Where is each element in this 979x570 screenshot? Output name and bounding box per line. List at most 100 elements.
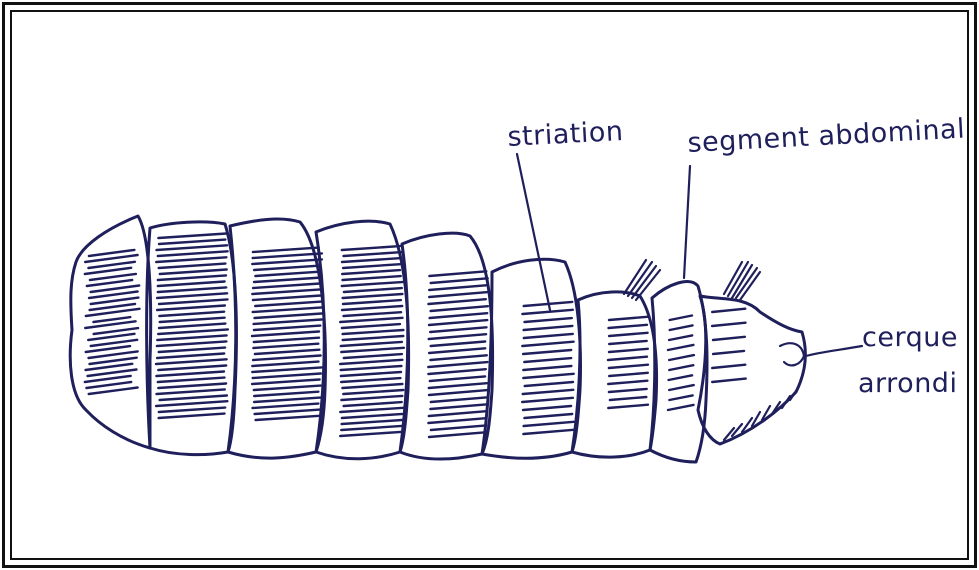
striation-line <box>430 327 486 332</box>
striation-line <box>429 271 486 276</box>
striations <box>85 234 746 438</box>
striation-leader <box>517 154 550 310</box>
striation-line <box>252 259 322 264</box>
bristle-tuft-terminal <box>724 262 760 300</box>
striation-line <box>255 272 321 276</box>
striation-line <box>610 397 646 400</box>
striation-line <box>254 392 318 396</box>
striation-line <box>256 416 320 420</box>
striation-line <box>157 335 226 340</box>
striation-line <box>89 351 138 358</box>
striation-line <box>431 278 488 283</box>
striation-line <box>608 357 647 360</box>
striation-line <box>713 351 744 354</box>
striation-line <box>343 336 404 340</box>
striation-line <box>431 306 488 311</box>
label-cerque: cerque <box>862 322 958 353</box>
striation-line <box>157 245 228 250</box>
striation-line <box>158 251 228 256</box>
striation-line <box>342 306 402 310</box>
striation-line <box>428 362 487 367</box>
striation-line <box>524 358 571 362</box>
striation-line <box>341 372 401 376</box>
segment-8 <box>650 282 707 462</box>
striation-line <box>160 318 225 322</box>
striation-line <box>712 379 746 382</box>
striation-line <box>608 405 648 408</box>
striation-line <box>712 323 745 326</box>
striation-line <box>523 406 571 410</box>
striation-line <box>159 312 224 316</box>
striation-line <box>253 404 319 408</box>
striation-line <box>341 366 402 370</box>
striation-line <box>609 341 647 344</box>
striation-line <box>523 390 574 394</box>
striation-line <box>608 381 647 384</box>
striation-line <box>253 248 319 252</box>
striation-line <box>669 365 693 370</box>
striation-line <box>609 365 648 368</box>
striation-line <box>254 386 321 390</box>
striation-line <box>429 383 487 388</box>
striation-line <box>158 378 225 382</box>
striation-line <box>159 348 225 352</box>
striation-line <box>341 378 400 382</box>
striation-line <box>523 350 571 354</box>
striation-line <box>344 288 402 292</box>
striation-line <box>669 355 694 360</box>
segment-leader <box>684 166 690 278</box>
striation-line <box>342 420 402 424</box>
striation-line <box>343 330 404 334</box>
striation-line <box>343 294 403 298</box>
striation-line <box>609 333 648 336</box>
striation-line <box>341 426 404 430</box>
striation-line <box>525 382 573 386</box>
striation-line <box>157 341 227 346</box>
striation-line <box>252 362 318 366</box>
cerque-leader <box>806 346 862 356</box>
striation-line <box>524 326 573 330</box>
striation-line <box>156 359 227 364</box>
striation-line <box>669 335 692 340</box>
striation-line <box>669 395 692 400</box>
striation-line <box>253 296 321 301</box>
striation-line <box>253 374 321 379</box>
striation-line <box>159 240 225 244</box>
striation-line <box>89 388 138 395</box>
striation-line <box>159 414 225 418</box>
striation-line <box>158 287 226 292</box>
striation-line <box>156 401 227 406</box>
striation-line <box>158 275 226 280</box>
striation-line <box>255 350 320 354</box>
striation-line <box>430 404 486 409</box>
striation-line <box>340 408 403 412</box>
striation-line <box>429 292 488 297</box>
striation-line <box>431 342 486 347</box>
striation-line <box>342 270 400 274</box>
striation-line <box>609 349 648 352</box>
striation-line <box>712 309 745 312</box>
striation-line <box>343 300 401 304</box>
striation-line <box>713 337 745 340</box>
striation-line <box>522 398 573 402</box>
striation-line <box>157 389 225 394</box>
striation-line <box>524 422 574 426</box>
striation-line <box>91 286 140 293</box>
striation-line <box>342 282 404 286</box>
striation-line <box>428 369 485 374</box>
striation-line <box>159 299 228 304</box>
striation-line <box>670 316 692 321</box>
striation-line <box>160 396 227 401</box>
striation-line <box>254 320 322 325</box>
striation-line <box>524 334 573 338</box>
striation-line <box>157 354 224 359</box>
striation-line <box>255 302 321 306</box>
striation-line <box>525 318 572 322</box>
striation-line <box>252 380 320 385</box>
striation-line <box>668 345 693 350</box>
striation-line <box>429 285 487 290</box>
striation-line <box>158 329 228 334</box>
striation-line <box>344 402 402 406</box>
striation-line <box>341 348 404 352</box>
